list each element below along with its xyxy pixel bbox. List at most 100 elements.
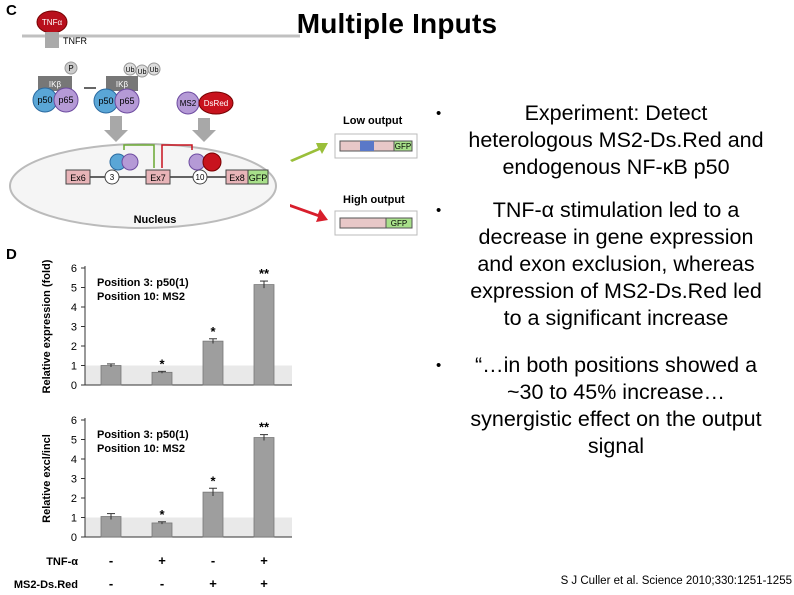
ub-2-label: Ub	[138, 69, 147, 76]
slide-title: Multiple Inputs	[296, 8, 498, 39]
cond-1-tnf: -	[109, 553, 113, 568]
p65-right-label: p65	[119, 96, 134, 106]
chart-1-significance-label: *	[159, 356, 165, 371]
row-label-tnf: TNF-α	[46, 556, 78, 568]
cond-2-ms2: -	[160, 576, 164, 591]
chart-1-bar	[151, 371, 173, 386]
chart-2-significance-label: **	[259, 420, 270, 435]
bullet-dot-icon: •	[436, 357, 442, 374]
p65-right-icon	[114, 88, 140, 114]
chart-1-bar	[100, 365, 122, 386]
bullet-3: • “…in both positions showed a ~30 to 45%…	[432, 352, 772, 460]
arrow-down-left-icon	[104, 116, 128, 142]
chart-1-tick-label: 2	[71, 341, 77, 353]
ikb-left-icon	[38, 76, 72, 91]
high-output-label: High output	[343, 194, 405, 206]
ub-3-label: Ub	[150, 67, 159, 74]
low-output-exon	[360, 141, 374, 151]
chart-1-bar	[253, 284, 275, 386]
exon-right-label: Ex8	[229, 173, 245, 183]
bullet-dot-icon: •	[436, 202, 442, 219]
cond-3-ms2: +	[209, 576, 217, 591]
site-left-icon	[104, 169, 120, 185]
chart-2-bar	[202, 491, 224, 538]
site-right-icon	[192, 169, 208, 185]
chart-2-tick-label: 2	[71, 493, 77, 505]
gfp-box	[247, 169, 269, 185]
tnfr-receptor-icon	[45, 32, 59, 48]
dsred-label: DsRed	[204, 99, 228, 108]
cond-1-ms2: -	[109, 576, 113, 591]
chart-1-bar	[202, 340, 224, 386]
chart-1-tick-label: 1	[71, 361, 77, 373]
chart-1-baseline-band	[85, 365, 292, 385]
chart-2-tick-label: 4	[71, 454, 77, 466]
chart-2-bar	[100, 516, 122, 538]
arrow-down-right-icon	[192, 118, 216, 142]
chart-1-legend-entry: Position 10: MS2	[97, 291, 185, 303]
chart-2-tick-label: 3	[71, 474, 77, 486]
chart-2-bar	[253, 437, 275, 538]
bullet-list: • Experiment: Detect heterologous MS2-Ds.…	[432, 100, 772, 476]
low-output-label: Low output	[343, 115, 403, 127]
dsred-icon	[198, 91, 234, 115]
regulation-arrow-green	[123, 144, 155, 168]
nucleus-label: Nucleus	[134, 214, 177, 226]
chart-2-significance-label: *	[210, 473, 216, 488]
ms2-label: MS2	[180, 99, 197, 108]
chart-1-tick-label: 6	[71, 263, 77, 275]
chart-2-legend-entry: Position 3: p50(1)	[97, 429, 189, 441]
cond-4-ms2: +	[260, 576, 268, 591]
bar-charts: D TNF-α MS2-Ds.Red - + - + - - + + 01234…	[6, 246, 292, 591]
chart-1-y-axis-label: Relative expression (fold)	[41, 259, 53, 393]
low-output-gfp-label: GFP	[395, 142, 411, 151]
exon-mid-box	[145, 169, 171, 185]
regulation-arrow-red	[161, 144, 193, 168]
p50-right-label: p50	[98, 96, 113, 106]
chart-2-tick-label: 0	[71, 532, 77, 544]
cond-2-tnf: +	[158, 553, 166, 568]
ikb-right-label: IKβ	[116, 80, 129, 89]
chart-1-significance-label: **	[259, 266, 270, 281]
bound-dsred-icon	[202, 152, 222, 172]
cond-4-tnf: +	[260, 553, 268, 568]
p65-left-icon	[53, 87, 79, 113]
bullet-3-text: “…in both positions showed a ~30 to 45% …	[470, 353, 762, 458]
high-output-gfp-label: GFP	[391, 219, 407, 228]
low-output-gfp-box	[393, 140, 413, 152]
chart-2-tick-label: 6	[71, 415, 77, 427]
bound-p65-icon	[121, 153, 139, 171]
bullet-2: • TNF-α stimulation led to a decrease in …	[432, 197, 772, 332]
p50-left-label: p50	[37, 95, 52, 105]
low-output-arrow-icon	[290, 143, 328, 162]
p65-left-label: p65	[58, 95, 73, 105]
ub-3-icon	[147, 62, 161, 76]
chart-2-legend-entry: Position 10: MS2	[97, 443, 185, 455]
chart-1-significance-label: *	[210, 324, 216, 339]
exon-left-box	[65, 169, 91, 185]
ikb-right-icon	[106, 76, 138, 91]
chart-1-legend-entry: Position 3: p50(1)	[97, 277, 189, 289]
chart-1-tick-label: 3	[71, 322, 77, 334]
bullet-dot-icon: •	[436, 105, 442, 122]
chart-2-y-axis-label: Relative excl/incl	[41, 434, 53, 523]
chart-2-baseline-band	[85, 517, 292, 537]
bullet-2-text: TNF-α stimulation led to a decrease in g…	[470, 198, 762, 330]
ub-1-label: Ub	[126, 67, 135, 74]
bullet-1: • Experiment: Detect heterologous MS2-Ds.…	[432, 100, 772, 181]
chart-1-tick-label: 0	[71, 380, 77, 392]
chart-1-tick-label: 4	[71, 302, 77, 314]
tnfa-label: TNFα	[42, 18, 63, 27]
row-label-ms2: MS2-Ds.Red	[14, 579, 78, 591]
exon-mid-label: Ex7	[150, 173, 166, 183]
phospho-label: P	[68, 64, 73, 73]
exon-left-label: Ex6	[70, 173, 86, 183]
chart-2-bar	[151, 522, 173, 538]
cond-3-tnf: -	[211, 553, 215, 568]
gfp-label: GFP	[249, 173, 268, 183]
chart-2-tick-label: 5	[71, 435, 77, 447]
site-right-label: 10	[196, 173, 205, 182]
high-output-gfp-box	[385, 217, 413, 229]
bullet-1-text: Experiment: Detect heterologous MS2-Ds.R…	[468, 101, 764, 179]
high-output-arrow-icon	[290, 204, 328, 222]
